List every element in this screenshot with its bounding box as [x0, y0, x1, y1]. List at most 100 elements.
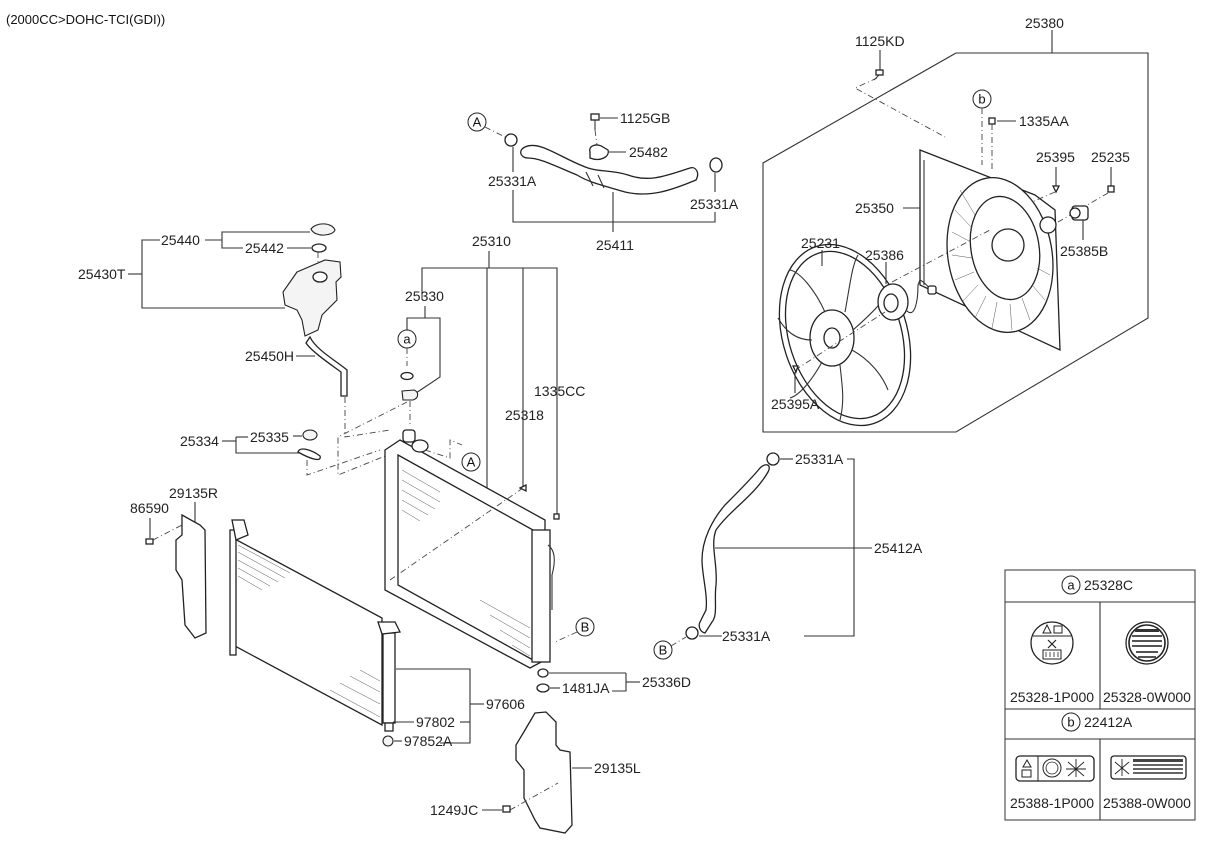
fan-shroud	[919, 149, 1061, 352]
decal-icon-25328-0W000	[1125, 621, 1169, 665]
bolt-1249JC	[502, 805, 511, 813]
air-guard-29135R	[175, 513, 207, 639]
label-25334[interactable]: 25334	[180, 433, 219, 449]
legend-a-part-no: 25328C	[1084, 577, 1133, 593]
nut-1335AA	[988, 117, 996, 125]
label-25235[interactable]: 25235	[1091, 149, 1130, 165]
air-guard-left-group: 29135L 1249JC	[430, 711, 641, 834]
label-decal-a	[400, 371, 414, 381]
clamp-25331A-lower-top	[766, 452, 780, 466]
callout-A-upper[interactable]	[467, 112, 487, 132]
reservoir-group: 25440 25442 25430T 25450H	[78, 223, 391, 438]
callout-B-hose[interactable]	[653, 640, 673, 660]
legend-b-part-no: 22412A	[1084, 714, 1133, 730]
filler-neck	[402, 429, 416, 443]
label-25335[interactable]: 25335	[250, 429, 289, 445]
clip-86590	[145, 538, 154, 545]
label-25442[interactable]: 25442	[245, 240, 284, 256]
label-25310[interactable]: 25310	[472, 233, 511, 249]
label-1335AA[interactable]: 1335AA	[1019, 113, 1069, 129]
fan-blade-25231	[777, 243, 912, 427]
label-25350[interactable]: 25350	[855, 200, 894, 216]
nut-1335CC	[553, 513, 560, 520]
clamp-25331A-lower-bottom	[685, 626, 699, 640]
callout-a-cap-text: a	[403, 332, 411, 347]
callout-a-legend	[1061, 575, 1081, 595]
bracket-25310	[421, 267, 558, 515]
bracket-25318	[518, 483, 527, 493]
callout-b-legend-text: b	[1067, 715, 1074, 730]
assembly-outline	[762, 52, 1149, 433]
air-guard-right-group: 29135R 86590	[130, 485, 218, 639]
label-25386[interactable]: 25386	[865, 247, 904, 263]
callout-A-radiator[interactable]	[461, 452, 481, 472]
dash-A-upper	[484, 126, 506, 138]
bolt-25235	[1107, 185, 1115, 193]
label-1125KD[interactable]: 1125KD	[855, 33, 905, 49]
leader-25440-cap	[221, 231, 310, 240]
label-29135L[interactable]: 29135L	[594, 760, 641, 776]
label-25440[interactable]: 25440	[161, 232, 200, 248]
label-25411[interactable]: 25411	[596, 237, 634, 253]
leader-25440-seal	[221, 240, 243, 249]
label-86590[interactable]: 86590	[130, 500, 169, 516]
legend-table: a 25328C 25328-1P000 25328-0W000	[1004, 569, 1196, 821]
bracket-25411	[512, 190, 716, 223]
cap-25440	[310, 223, 336, 236]
label-1249JC[interactable]: 1249JC	[430, 802, 478, 818]
label-25331A-lower-top[interactable]: 25331A	[795, 451, 844, 467]
bracket-97606	[396, 668, 471, 744]
legend-section-b-header: b 22412A	[1061, 712, 1133, 732]
label-25482[interactable]: 25482	[629, 144, 668, 160]
upper-hose-group: A 25331A 25331A 25411 1125GB 25482	[467, 110, 739, 253]
dash-1125KD	[853, 77, 946, 138]
label-1125GB[interactable]: 1125GB	[620, 110, 670, 126]
radiator-core	[384, 429, 555, 669]
radiator-group: 25310 25330 a 1335CC 25318	[337, 233, 691, 696]
dash-radiator-cross	[389, 487, 524, 581]
label-25331A-lower-bottom[interactable]: 25331A	[722, 628, 771, 644]
label-25336D[interactable]: 25336D	[642, 674, 691, 690]
label-97852A[interactable]: 97852A	[404, 733, 453, 749]
dash-1125GB	[594, 129, 598, 146]
bracket-25482	[589, 144, 609, 161]
label-97606[interactable]: 97606	[486, 696, 525, 712]
label-25330[interactable]: 25330	[405, 288, 444, 304]
receiver-drier	[382, 632, 396, 724]
callout-B-radiator[interactable]	[575, 617, 595, 637]
label-25395A[interactable]: 25395A	[771, 396, 820, 412]
clamp-25331A-right	[709, 157, 723, 173]
fan-assembly: 25380 1125KD b 1335AA	[762, 15, 1149, 433]
radiator-cap-25330	[401, 389, 419, 401]
diagram-title: (2000CC>DOHC-TCI(GDI))	[6, 12, 165, 27]
seal-25442	[311, 243, 327, 253]
decal-icon-25388-0W000	[1110, 755, 1187, 780]
label-25318[interactable]: 25318	[505, 407, 544, 423]
condenser-core	[229, 519, 401, 732]
label-97802[interactable]: 97802	[416, 714, 455, 730]
label-25380[interactable]: 25380	[1025, 15, 1064, 31]
label-1335CC[interactable]: 1335CC	[534, 383, 585, 399]
callout-A-upper-text: A	[473, 115, 482, 130]
condenser-group: 97606 97802 97852A	[229, 519, 525, 749]
hose-25450H	[305, 335, 348, 397]
hose-25411	[520, 144, 699, 195]
label-25231[interactable]: 25231	[801, 235, 840, 251]
label-25450H[interactable]: 25450H	[245, 348, 294, 364]
callout-A-radiator-text: A	[467, 455, 476, 470]
label-29135R[interactable]: 29135R	[169, 485, 218, 501]
decal-icon-25328-1P000	[1030, 621, 1074, 665]
label-25430T[interactable]: 25430T	[78, 266, 126, 282]
label-25395[interactable]: 25395	[1036, 149, 1075, 165]
bolt-1125GB	[590, 113, 600, 130]
callout-a-legend-text: a	[1067, 578, 1075, 593]
label-25412A[interactable]: 25412A	[874, 540, 923, 556]
screw-25395A	[791, 365, 799, 374]
label-25331A-top-right[interactable]: 25331A	[690, 196, 739, 212]
bracket-plate-25334	[297, 448, 321, 461]
label-25385B[interactable]: 25385B	[1060, 243, 1108, 259]
legend-a-variant-2: 25328-0W000	[1103, 689, 1191, 705]
label-25331A-top-left[interactable]: 25331A	[488, 173, 537, 189]
label-1481JA[interactable]: 1481JA	[562, 680, 610, 696]
